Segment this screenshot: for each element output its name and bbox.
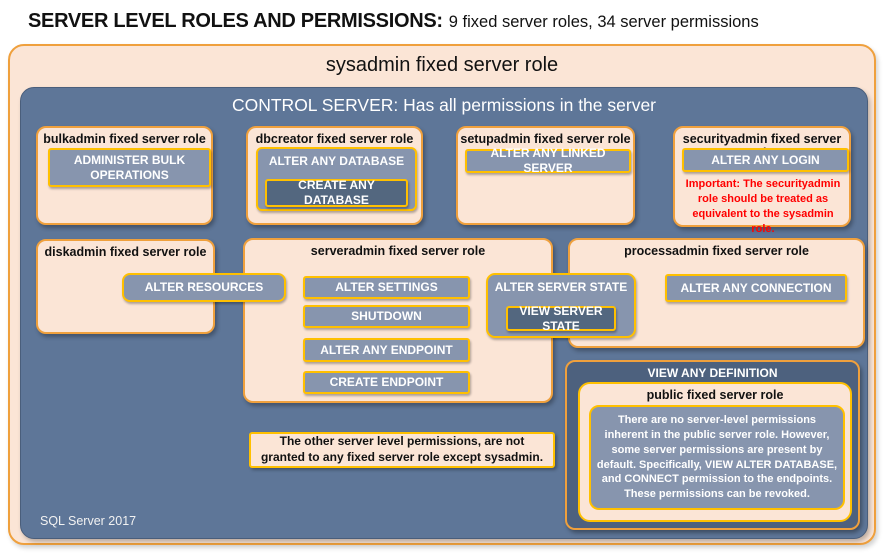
permission-alter-server-state: ALTER SERVER STATE VIEW SERVER STATE [486, 273, 636, 338]
control-server-box: CONTROL SERVER: Has all permissions in t… [20, 87, 868, 539]
permission-view-server-state: VIEW SERVER STATE [506, 304, 616, 333]
permission-alter-any-connection: ALTER ANY CONNECTION [665, 274, 847, 302]
public-role-box: public fixed server role There are no se… [578, 382, 852, 522]
permission-alter-any-database-label: ALTER ANY DATABASE [268, 154, 405, 168]
securityadmin-warning-text: Important: The securityadmin role should… [685, 178, 841, 235]
bulkadmin-role-title: bulkadmin fixed server role [43, 132, 206, 146]
permission-alter-any-endpoint: ALTER ANY ENDPOINT [303, 338, 470, 362]
view-any-definition-box: VIEW ANY DEFINITION public fixed server … [565, 360, 860, 530]
permission-alter-any-database: ALTER ANY DATABASE CREATE ANY DATABASE [256, 147, 417, 211]
securityadmin-role-box: securityadmin fixed server role ALTER AN… [673, 126, 851, 235]
permission-shutdown: SHUTDOWN [303, 305, 470, 328]
diskadmin-role-title: diskadmin fixed server role [44, 245, 207, 259]
control-server-title: CONTROL SERVER: Has all permissions in t… [231, 95, 657, 115]
permission-alter-settings: ALTER SETTINGS [303, 276, 470, 299]
permission-create-any-database: CREATE ANY DATABASE [265, 178, 408, 207]
page-title: SERVER LEVEL ROLES AND PERMISSIONS: 9 fix… [28, 10, 868, 33]
dbcreator-role-box: dbcreator fixed server role ALTER ANY DA… [246, 126, 423, 225]
sql-server-version-label: SQL Server 2017 [40, 514, 137, 528]
bulkadmin-role-box: bulkadmin fixed server role ADMINISTER B… [36, 126, 213, 225]
page-title-main: SERVER LEVEL ROLES AND PERMISSIONS: [28, 10, 443, 32]
sysadmin-role-title: sysadmin fixed server role [325, 54, 559, 76]
permission-alter-resources: ALTER RESOURCES [122, 273, 286, 302]
sysadmin-role-box: sysadmin fixed server role CONTROL SERVE… [8, 44, 876, 545]
setupadmin-role-title: setupadmin fixed server role [460, 132, 631, 146]
permission-alter-server-state-label: ALTER SERVER STATE [494, 280, 628, 294]
public-role-title: public fixed server role [646, 388, 784, 402]
dbcreator-role-title: dbcreator fixed server role [255, 132, 414, 146]
public-role-description: There are no server-level permissions in… [589, 405, 845, 510]
permission-alter-any-linked-server: ALTER ANY LINKED SERVER [465, 146, 631, 175]
page-title-subtitle: 9 fixed server roles, 34 server permissi… [448, 13, 759, 31]
permission-administer-bulk-operations: ADMINISTER BULK OPERATIONS [48, 148, 211, 187]
processadmin-role-title: processadmin fixed server role [624, 244, 809, 258]
permission-create-endpoint: CREATE ENDPOINT [303, 371, 470, 394]
setupadmin-role-box: setupadmin fixed server role ALTER ANY L… [456, 126, 635, 225]
processadmin-role-box: processadmin fixed server role ALTER ANY… [568, 238, 865, 348]
other-permissions-note: The other server level permissions, are … [249, 432, 555, 468]
permission-alter-any-login: ALTER ANY LOGIN [682, 148, 849, 172]
permission-view-any-definition-label: VIEW ANY DEFINITION [647, 366, 778, 380]
serveradmin-role-title: serveradmin fixed server role [310, 244, 486, 258]
